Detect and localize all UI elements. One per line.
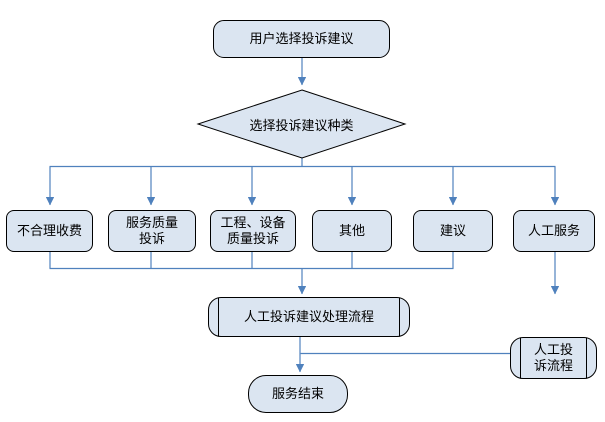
node-decision: 选择投诉建议种类 bbox=[198, 90, 405, 158]
node-branch-manual-service: 人工服务 bbox=[513, 210, 595, 252]
branch-manual-service-label: 人工服务 bbox=[527, 222, 580, 238]
node-process-manual-complaint: 人工投 诉流程 bbox=[510, 337, 597, 379]
node-branch-unreasonable-fee: 不合理收费 bbox=[6, 210, 93, 252]
node-branch-other: 其他 bbox=[312, 210, 392, 252]
process-manual-handling-label: 人工投诉建议处理流程 bbox=[243, 308, 374, 324]
node-decision-label: 选择投诉建议种类 bbox=[249, 117, 354, 133]
branch-other-label: 其他 bbox=[338, 222, 365, 238]
node-end: 服务结束 bbox=[248, 375, 348, 413]
branch-service-quality-label: 服务质量 投诉 bbox=[125, 214, 178, 246]
node-branch-suggestion: 建议 bbox=[413, 210, 493, 252]
branch-engineering-equipment-label: 工程、设备 质量投诉 bbox=[220, 214, 286, 246]
decision-diamond-shape bbox=[196, 89, 407, 159]
node-process-manual-handling: 人工投诉建议处理流程 bbox=[208, 297, 410, 337]
node-branch-service-quality: 服务质量 投诉 bbox=[108, 210, 196, 252]
branch-suggestion-label: 建议 bbox=[439, 222, 466, 238]
node-end-label: 服务结束 bbox=[271, 385, 324, 401]
branch-unreasonable-fee-label: 不合理收费 bbox=[16, 222, 82, 238]
node-start-label: 用户选择投诉建议 bbox=[249, 30, 354, 46]
process-manual-complaint-label: 人工投 诉流程 bbox=[533, 341, 573, 373]
node-branch-engineering-equipment: 工程、设备 质量投诉 bbox=[210, 210, 296, 252]
node-start: 用户选择投诉建议 bbox=[213, 20, 390, 58]
